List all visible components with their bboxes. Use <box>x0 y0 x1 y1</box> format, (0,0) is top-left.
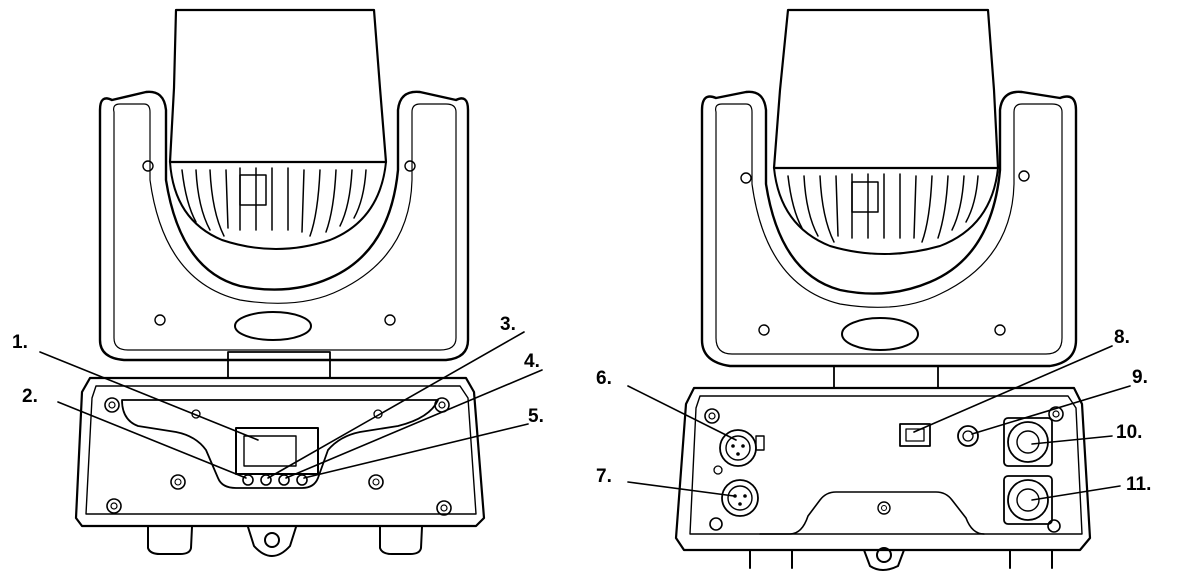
callout-9: 9. <box>1132 367 1148 388</box>
leader-4 <box>285 369 543 479</box>
callout-6: 6. <box>596 368 612 389</box>
callout-labels: 1. 2. 3. 4. 5. 6. 7. 8. 9. 10. 11. <box>12 314 1151 495</box>
callout-2: 2. <box>22 386 38 407</box>
dmx-in-connector <box>719 429 765 467</box>
callout-1: 1. <box>12 332 28 353</box>
mode-button[interactable] <box>242 474 254 486</box>
leader-5 <box>303 423 529 479</box>
leader-7 <box>627 481 735 497</box>
power-out-connector <box>1003 475 1053 525</box>
leader-3 <box>267 331 525 479</box>
back-view-fixture <box>674 8 1092 572</box>
leader-1 <box>39 351 259 441</box>
leader-9 <box>971 385 1131 435</box>
leader-11 <box>1031 485 1121 501</box>
leader-8 <box>913 345 1113 433</box>
callout-4: 4. <box>524 351 540 372</box>
callout-5: 5. <box>528 406 544 427</box>
leader-6 <box>627 385 737 441</box>
enter-button[interactable] <box>296 474 308 486</box>
callout-8: 8. <box>1114 327 1130 348</box>
up-button[interactable] <box>260 474 272 486</box>
callout-10: 10. <box>1116 422 1142 443</box>
down-button[interactable] <box>278 474 290 486</box>
lcd-display <box>235 427 319 475</box>
control-panel-plate <box>121 399 439 489</box>
callout-11: 11. <box>1126 474 1151 495</box>
leader-2 <box>57 401 247 479</box>
dmx-out-connector <box>721 479 759 517</box>
leader-lines <box>39 331 1131 501</box>
fuse-holder <box>957 425 979 447</box>
power-switch[interactable] <box>899 423 931 447</box>
leader-10 <box>1031 435 1113 445</box>
front-view-fixture <box>74 8 486 558</box>
callout-3: 3. <box>500 314 516 335</box>
callout-7: 7. <box>596 466 612 487</box>
